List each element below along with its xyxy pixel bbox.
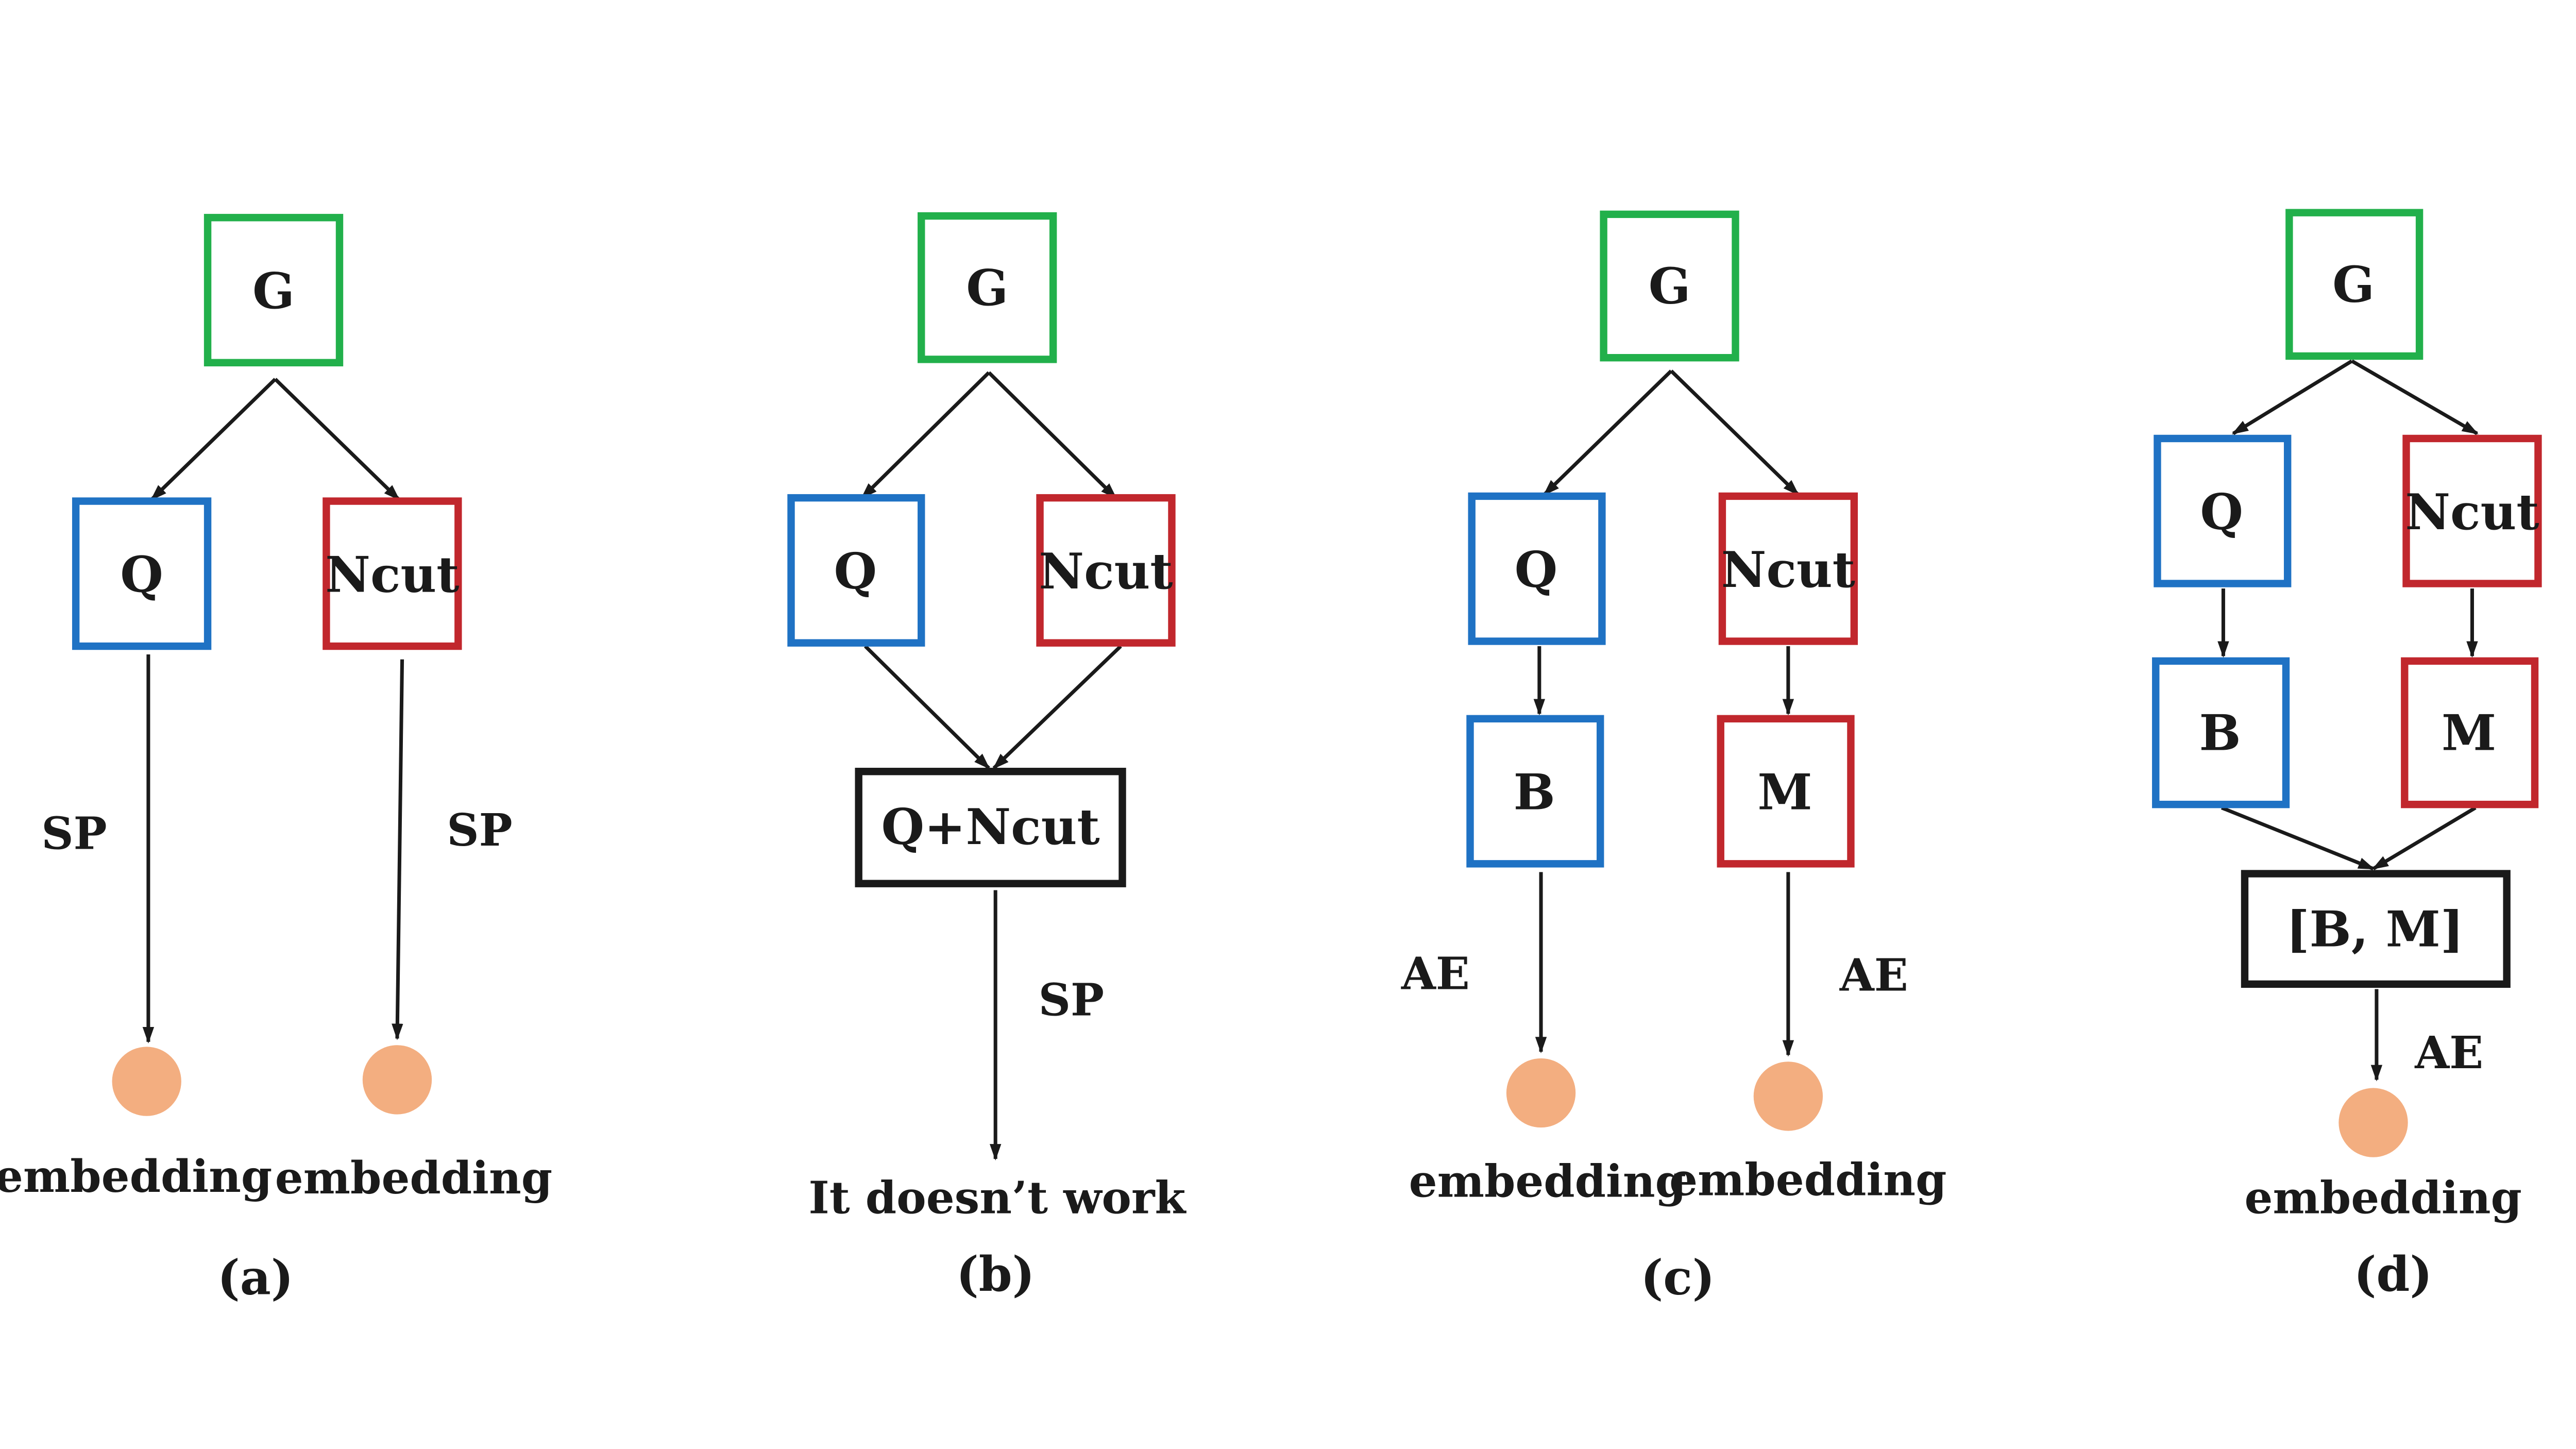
node-d-bm bbox=[2241, 870, 2511, 988]
node-a-g bbox=[204, 214, 344, 366]
node-c-m bbox=[1717, 715, 1855, 868]
output-label-a-right: embedding bbox=[275, 1152, 552, 1204]
node-d-g bbox=[2285, 209, 2424, 360]
edge-b-q-qncut bbox=[863, 645, 990, 770]
node-b-q-label: Q bbox=[834, 542, 877, 600]
node-b-qncut bbox=[855, 767, 1126, 887]
node-b-g-label: G bbox=[966, 259, 1008, 317]
node-d-g-label: G bbox=[2332, 255, 2375, 313]
caption-c: (c) bbox=[1640, 1249, 1715, 1305]
edge-d-g-q bbox=[2231, 359, 2353, 435]
edge-label-a-left: SP bbox=[41, 808, 107, 860]
embedding-node-c-right bbox=[1753, 1062, 1823, 1131]
node-b-g bbox=[918, 212, 1057, 363]
node-b-ncut bbox=[1036, 494, 1176, 647]
embedding-node-a-left bbox=[112, 1047, 181, 1116]
node-a-q-label: Q bbox=[120, 545, 163, 603]
edge-a-ncut-embedding bbox=[392, 659, 404, 1040]
node-d-b bbox=[2152, 657, 2290, 808]
node-b-ncut-label: Ncut bbox=[1039, 542, 1173, 600]
caption-a: (a) bbox=[217, 1249, 294, 1305]
node-c-m-label: M bbox=[1757, 763, 1812, 821]
edge-d-m-bm bbox=[2371, 806, 2477, 870]
node-a-ncut bbox=[323, 497, 462, 650]
edge-label-c-right: AE bbox=[1839, 950, 1908, 1002]
node-d-ncut bbox=[2402, 434, 2542, 587]
edge-c-g-ncut bbox=[1670, 369, 1800, 496]
edge-label-c-left: AE bbox=[1401, 948, 1470, 1000]
node-a-q bbox=[72, 497, 212, 650]
node-c-ncut-label: Ncut bbox=[1721, 541, 1855, 599]
node-d-m bbox=[2401, 657, 2539, 808]
edge-a-g-ncut bbox=[274, 378, 400, 501]
output-label-a-left: embedding bbox=[0, 1151, 272, 1203]
edge-b-ncut-qncut bbox=[992, 645, 1122, 770]
node-c-b-label: B bbox=[1514, 763, 1555, 821]
node-a-g-label: G bbox=[252, 262, 295, 320]
node-c-q bbox=[1468, 492, 1606, 645]
node-c-q-label: Q bbox=[1515, 541, 1558, 599]
node-b-q bbox=[787, 494, 925, 647]
diagram-d: G Q Ncut B M [B, M] AE embedding (d) bbox=[2152, 209, 2542, 1302]
node-d-m-label: M bbox=[2442, 704, 2496, 762]
diagram-b: G Q Ncut Q+Ncut SP It doesn’t work (b) bbox=[787, 212, 1187, 1302]
edge-b-g-q bbox=[860, 371, 990, 499]
node-a-ncut-label: Ncut bbox=[325, 545, 459, 603]
output-label-c-right: embedding bbox=[1669, 1154, 1946, 1206]
caption-d: (d) bbox=[2354, 1246, 2433, 1302]
edge-label-b: SP bbox=[1039, 974, 1104, 1026]
node-c-g bbox=[1600, 210, 1739, 362]
diagram-a: G Q Ncut SP SP embedding embedding (a) bbox=[0, 214, 552, 1305]
node-d-bm-label: [B, M] bbox=[2286, 900, 2464, 958]
node-d-ncut-label: Ncut bbox=[2405, 483, 2539, 541]
node-d-q bbox=[2154, 434, 2292, 587]
edge-a-g-q bbox=[150, 378, 277, 501]
edge-label-a-right: SP bbox=[447, 804, 512, 856]
output-label-d: embedding bbox=[2245, 1172, 2522, 1224]
embedding-node-c-left bbox=[1506, 1058, 1576, 1128]
node-b-qncut-label: Q+Ncut bbox=[881, 798, 1099, 856]
edge-d-g-ncut bbox=[2351, 359, 2479, 435]
node-d-q-label: Q bbox=[2200, 483, 2243, 541]
output-label-c-left: embedding bbox=[1409, 1156, 1686, 1208]
embedding-node-d bbox=[2338, 1088, 2408, 1157]
edge-b-g-ncut bbox=[987, 371, 1117, 499]
node-c-b bbox=[1466, 715, 1604, 868]
edge-label-d: AE bbox=[2414, 1027, 2483, 1079]
node-c-g-label: G bbox=[1649, 257, 1691, 315]
embedding-node-a-right bbox=[362, 1045, 432, 1115]
caption-b: (b) bbox=[956, 1246, 1035, 1302]
node-d-b-label: B bbox=[2199, 704, 2241, 762]
diagram-c: G Q Ncut B M AE AE embedding embedding (… bbox=[1401, 210, 1946, 1305]
node-c-ncut bbox=[1718, 492, 1858, 645]
edge-c-g-q bbox=[1543, 369, 1673, 496]
edge-d-b-bm bbox=[2221, 806, 2375, 871]
output-label-b: It doesn’t work bbox=[808, 1172, 1187, 1224]
